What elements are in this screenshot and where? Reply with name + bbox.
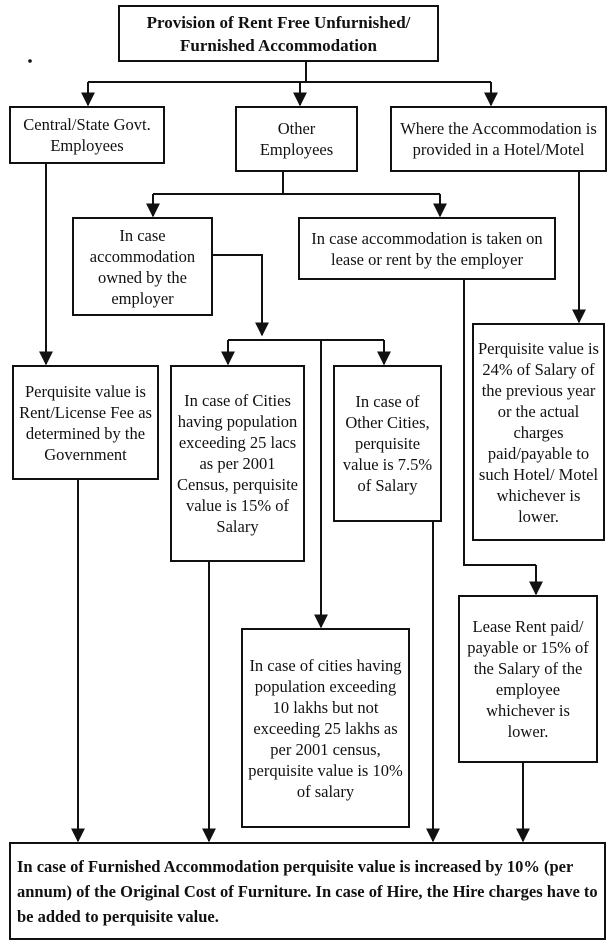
furnished-note-text: In case of Furnished Accommodation perqu…: [17, 856, 598, 926]
hotel-box: Where the Accommodation is provided in a…: [390, 106, 607, 172]
other-cities-text: In case of Other Cities, perquisite valu…: [342, 392, 433, 495]
stray-dot: [28, 59, 32, 63]
hotel-label: Where the Accommodation is provided in a…: [400, 119, 597, 159]
connector-leased-path: [463, 280, 536, 566]
hotel-value-text: Perquisite value is 24% of Salary of the…: [478, 338, 599, 526]
ten-to-25-lakhs-text: In case of cities having population exce…: [248, 655, 403, 801]
title-text: Provision of Rent Free Unfurnished/ Furn…: [146, 12, 411, 55]
leased-box: In case accommodation is taken on lease …: [298, 217, 556, 280]
above-25-lacs-box: In case of Cities having population exce…: [170, 365, 305, 562]
hotel-value-box: Perquisite value is 24% of Salary of the…: [472, 323, 605, 541]
other-employees-box: Other Employees: [235, 106, 358, 172]
other-employees-label: Other Employees: [259, 119, 334, 159]
lease-value-box: Lease Rent paid/ payable or 15% of the S…: [458, 595, 598, 763]
other-cities-box: In case of Other Cities, perquisite valu…: [333, 365, 442, 522]
furnished-note-box: In case of Furnished Accommodation perqu…: [9, 842, 606, 940]
lease-value-text: Lease Rent paid/ payable or 15% of the S…: [467, 617, 589, 741]
title-box: Provision of Rent Free Unfurnished/ Furn…: [118, 5, 439, 62]
govt-value-text: Perquisite value is Rent/License Fee as …: [19, 381, 152, 464]
above-25-lacs-text: In case of Cities having population exce…: [177, 391, 298, 536]
connector-owned-path: [212, 254, 263, 331]
govt-value-box: Perquisite value is Rent/License Fee as …: [12, 365, 159, 480]
ten-to-25-lakhs-box: In case of cities having population exce…: [241, 628, 410, 828]
owned-box: In case accommodation owned by the emplo…: [72, 217, 213, 316]
leased-label: In case accommodation is taken on lease …: [311, 228, 543, 269]
govt-employees-box: Central/State Govt. Employees: [9, 106, 165, 164]
govt-employees-label: Central/State Govt. Employees: [23, 115, 151, 155]
owned-label: In case accommodation owned by the emplo…: [89, 225, 196, 308]
